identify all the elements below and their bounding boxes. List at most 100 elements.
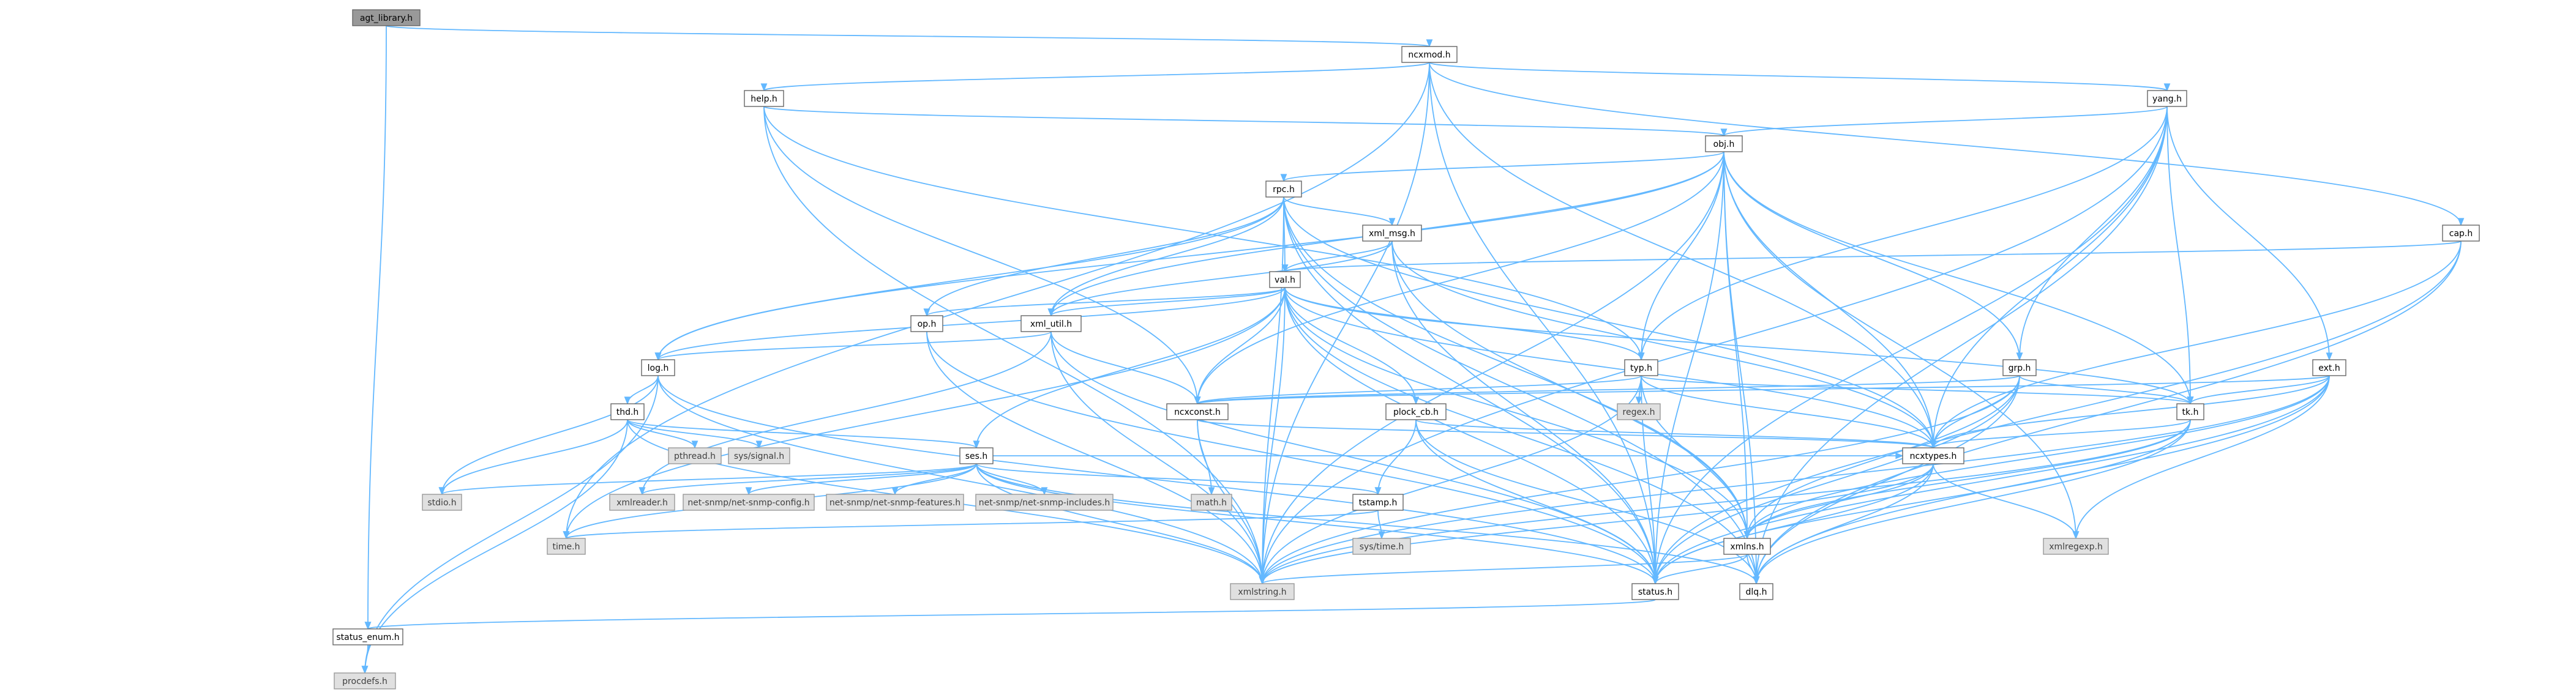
edge-val-to-plock_cb — [1284, 287, 1417, 404]
node-label: dlq.h — [1746, 587, 1767, 597]
node-snmp-config: net-snmp/net-snmp-config.h — [683, 494, 815, 511]
edge-xml_util-to-ncxconst — [1050, 331, 1198, 404]
arrowhead-ses-to-xmlreader — [638, 487, 646, 496]
arrowhead-tstamp-to-sys_time — [1378, 531, 1385, 540]
edge-xml_msg-to-ncxtypes — [1391, 240, 1934, 448]
node-label: tstamp.h — [1359, 498, 1398, 508]
edge-op-to-xmlstring — [926, 331, 1263, 584]
edge-typ-to-xmlstring — [1262, 375, 1642, 584]
edge-obj-to-typ — [1641, 151, 1724, 360]
edge-yang-to-status — [1655, 106, 2168, 584]
node-val[interactable]: val.h — [1269, 271, 1301, 288]
edge-ext-to-ncxconst — [1197, 375, 2330, 404]
edge-grp-to-ncxconst — [1197, 375, 2020, 404]
edge-ses-to-snmp_config — [748, 463, 977, 495]
edge-xml_util-to-xmlstring — [1050, 331, 1263, 584]
node-label: help.h — [751, 94, 777, 104]
node-status-enum[interactable]: status_enum.h — [332, 628, 403, 645]
edge-yang-to-obj — [1723, 106, 2168, 136]
node-label: ncxmod.h — [1408, 50, 1450, 60]
arrowhead-tk-to-ncxtypes — [1930, 440, 1937, 449]
node-grp[interactable]: grp.h — [2002, 359, 2037, 376]
node-label: xmlstring.h — [1238, 587, 1286, 597]
node-label: plock_cb.h — [1393, 407, 1439, 417]
edge-ses-to-tstamp — [976, 463, 1379, 495]
node-thd[interactable]: thd.h — [610, 403, 645, 420]
node-box — [1020, 315, 1082, 332]
arrowhead-ses-to-ncxtypes — [1895, 452, 1904, 459]
edge-xmlns-to-status — [1655, 554, 1748, 584]
node-xml-msg[interactable]: xml_msg.h — [1362, 225, 1422, 242]
node-label: obj.h — [1713, 139, 1735, 149]
node-label: net-snmp/net-snmp-features.h — [829, 498, 960, 508]
node-label: xmlregexp.h — [2049, 542, 2103, 552]
node-label: stdio.h — [427, 498, 456, 508]
node-box — [2147, 90, 2187, 107]
arrowhead-obj-to-rpc — [1280, 174, 1287, 182]
node-tstamp[interactable]: tstamp.h — [1352, 494, 1404, 511]
edge-cap-to-ncxtypes — [1933, 240, 2462, 448]
node-box — [744, 90, 784, 107]
node-ext[interactable]: ext.h — [2312, 359, 2346, 376]
edge-xml_msg-to-xmlns — [1391, 240, 1748, 539]
edge-grp-to-xmlns — [1747, 375, 2020, 539]
node-sys-time: sys/time.h — [1352, 538, 1411, 555]
edge-obj-to-ncxconst — [1197, 151, 1724, 404]
node-xml-util[interactable]: xml_util.h — [1020, 315, 1082, 332]
edge-rpc-to-ncxtypes — [1283, 196, 1934, 448]
node-label: thd.h — [616, 407, 639, 417]
node-dlq[interactable]: dlq.h — [1739, 583, 1773, 600]
node-xmlns[interactable]: xmlns.h — [1723, 538, 1771, 555]
edge-ext-to-tk — [2190, 375, 2330, 404]
node-yang[interactable]: yang.h — [2147, 90, 2187, 107]
node-label: tk.h — [2182, 407, 2199, 417]
node-box — [609, 494, 675, 511]
arrowhead-ext-to-ncxconst — [1194, 396, 1201, 405]
node-obj[interactable]: obj.h — [1705, 135, 1743, 152]
node-log[interactable]: log.h — [641, 359, 675, 376]
node-label: rpc.h — [1273, 185, 1295, 195]
edge-obj-to-dlq — [1723, 151, 1757, 584]
edge-xml_msg-to-status — [1391, 240, 1656, 584]
node-op[interactable]: op.h — [910, 315, 943, 332]
node-math: math.h — [1191, 494, 1232, 511]
node-box — [2312, 359, 2346, 376]
node-ncxtypes[interactable]: ncxtypes.h — [1902, 447, 1964, 464]
arrowhead-status_enum-to-procdefs — [361, 666, 369, 674]
edge-grp-to-tk — [2019, 375, 2191, 404]
node-label: grp.h — [2009, 363, 2031, 373]
edge-tk-to-dlq — [1756, 419, 2191, 584]
edge-ncxtypes-to-xmlregexp — [1933, 463, 2076, 539]
edge-thd-to-sys_signal — [627, 419, 760, 448]
node-label: xmlns.h — [1730, 542, 1764, 552]
node-typ[interactable]: typ.h — [1624, 359, 1658, 376]
node-ses[interactable]: ses.h — [959, 447, 994, 464]
node-status[interactable]: status.h — [1631, 583, 1679, 600]
arrowhead-agt_library-to-ncxmod — [1426, 39, 1433, 48]
arrowhead-rpc-to-xml_msg — [1388, 218, 1396, 226]
node-ncxconst[interactable]: ncxconst.h — [1166, 403, 1229, 420]
arrowhead-ncxtypes-to-xmlregexp — [2072, 531, 2080, 540]
edge-yang-to-tk — [2166, 106, 2191, 404]
node-box — [1362, 225, 1422, 242]
node-help[interactable]: help.h — [744, 90, 784, 107]
edge-ncxmod-to-ncxtypes — [1429, 62, 1934, 448]
edge-tk-to-xmlstring — [1262, 419, 2191, 584]
node-box — [1705, 135, 1743, 152]
node-ncxmod[interactable]: ncxmod.h — [1401, 46, 1458, 63]
node-box — [1269, 271, 1301, 288]
node-tk[interactable]: tk.h — [2176, 403, 2204, 420]
node-label: ses.h — [965, 452, 988, 461]
edge-val-to-ncxtypes — [1284, 287, 1934, 448]
edge-help-to-xmlstring — [763, 106, 1263, 584]
node-label: xml_util.h — [1030, 319, 1072, 329]
node-box — [610, 403, 645, 420]
edge-typ-to-ncxconst — [1197, 375, 1642, 404]
node-label: typ.h — [1630, 363, 1652, 373]
edge-agt_library-to-ncxmod — [386, 25, 1430, 47]
node-rpc[interactable]: rpc.h — [1265, 180, 1302, 198]
edge-tstamp-to-time — [566, 510, 1379, 539]
node-agt-library[interactable]: agt_library.h — [352, 9, 421, 26]
node-cap[interactable]: cap.h — [2442, 225, 2480, 242]
node-plock-cb[interactable]: plock_cb.h — [1385, 403, 1447, 420]
